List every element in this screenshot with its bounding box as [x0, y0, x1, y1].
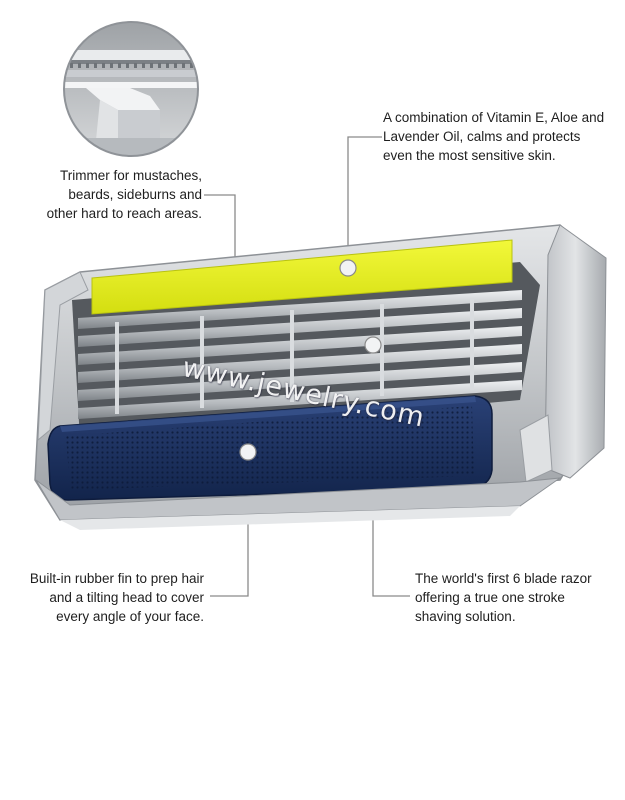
- callout-trimmer-line: Trimmer for mustaches,: [59, 168, 202, 183]
- leader-line-vitamin: [347, 136, 382, 268]
- callout-rubber-fin: Built-in rubber fin to prep hair and a t…: [10, 569, 204, 626]
- razor-cartridge: [34, 224, 607, 530]
- callout-vitamin-line: A combination of Vitamin E, Aloe and: [383, 110, 605, 125]
- callout-markers: [239, 259, 382, 461]
- marker-rubber: [239, 443, 257, 461]
- callout-trimmer-line: beards, sideburns and: [68, 187, 202, 202]
- callout-six-blade-line: offering a true one stroke: [415, 590, 565, 605]
- trimmer-detail-circle: [63, 21, 199, 157]
- callout-vitamin-line: Lavender Oil, calms and protects: [383, 129, 581, 144]
- marker-blade: [364, 336, 382, 354]
- leader-line-trimmer: [204, 194, 236, 262]
- callout-rubber-fin-line: every angle of your face.: [56, 609, 204, 624]
- callout-rubber-fin-line: Built-in rubber fin to prep hair: [29, 571, 204, 586]
- callout-vitamin: A combination of Vitamin E, Aloe and Lav…: [383, 108, 613, 165]
- callout-six-blade: The world's first 6 blade razor offering…: [415, 569, 615, 626]
- blade-stack: [78, 290, 522, 419]
- marker-vitamin: [339, 259, 357, 277]
- callout-six-blade-line: shaving solution.: [415, 609, 516, 624]
- callout-rubber-fin-line: and a tilting head to cover: [49, 590, 204, 605]
- callout-vitamin-line: even the most sensitive skin.: [383, 148, 556, 163]
- callout-trimmer: Trimmer for mustaches, beards, sideburns…: [20, 166, 202, 223]
- callout-trimmer-line: other hard to reach areas.: [46, 206, 202, 221]
- lubricating-strip: [91, 239, 513, 315]
- callout-six-blade-line: The world's first 6 blade razor: [415, 571, 592, 586]
